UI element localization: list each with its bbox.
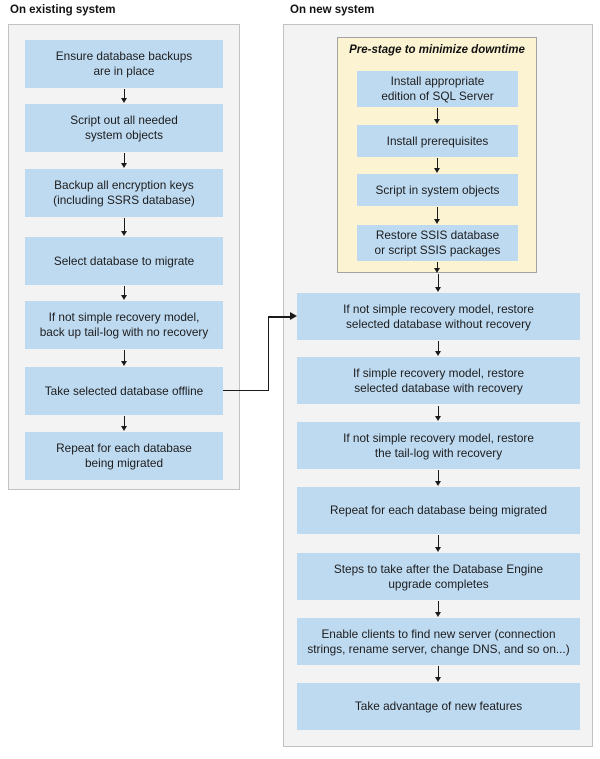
node-backup-encryption-keys: Backup all encryption keys (including SS… [25,169,223,217]
arrow-down-icon [120,286,129,300]
arrow-down-icon [434,601,443,617]
arrow-down-icon [120,416,129,431]
connector-segment [267,316,269,391]
node-restore-without-recovery: If not simple recovery model, restore se… [297,293,580,340]
arrow-down-icon [120,350,129,366]
arrow-down-icon [434,535,443,552]
connector-segment [223,389,269,391]
arrow-down-icon [434,274,443,292]
arrow-down-icon [120,89,129,103]
node-install-prerequisites: Install prerequisites [357,125,518,157]
node-backup-tail-log: If not simple recovery model, back up ta… [25,301,223,349]
node-repeat-each-database-new: Repeat for each database being migrated [297,487,580,534]
arrow-down-icon [433,108,442,124]
new-system-title: On new system [290,4,375,16]
arrow-down-icon [434,341,443,356]
arrow-right-icon [290,312,297,321]
node-script-in-system-objects: Script in system objects [357,174,518,206]
node-take-database-offline: Take selected database offline [25,367,223,415]
node-repeat-each-database-existing: Repeat for each database being migrated [25,432,223,480]
arrow-down-icon [433,158,442,173]
prestage-title: Pre-stage to minimize downtime [349,44,525,56]
node-new-features: Take advantage of new features [297,683,580,730]
node-post-upgrade-steps: Steps to take after the Database Engine … [297,553,580,600]
connector-segment [267,316,291,318]
node-ensure-backups: Ensure database backups are in place [25,40,223,88]
node-restore-tail-log: If not simple recovery model, restore th… [297,422,580,469]
arrow-down-icon [434,666,443,682]
arrow-down-icon [433,262,442,273]
node-select-database: Select database to migrate [25,237,223,285]
node-install-sql-server: Install appropriate edition of SQL Serve… [357,71,518,107]
node-enable-clients: Enable clients to find new server (conne… [297,618,580,665]
node-script-out-system-objects: Script out all needed system objects [25,104,223,152]
node-restore-ssis: Restore SSIS database or script SSIS pac… [357,225,518,261]
arrow-down-icon [434,470,443,486]
arrow-down-icon [434,406,443,421]
existing-system-title: On existing system [10,4,116,16]
arrow-down-icon [433,207,442,224]
arrow-down-icon [120,218,129,236]
node-restore-with-recovery: If simple recovery model, restore select… [297,357,580,404]
arrow-down-icon [120,153,129,168]
